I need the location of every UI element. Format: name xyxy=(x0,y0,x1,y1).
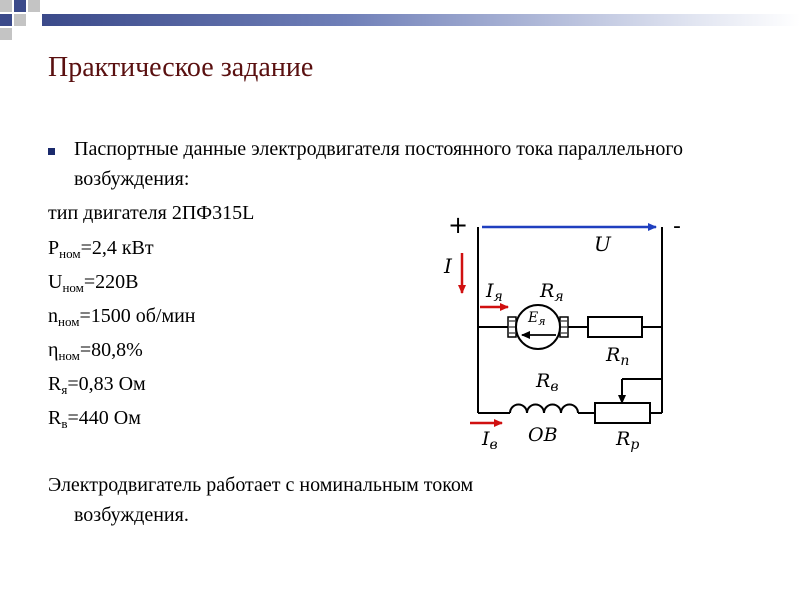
total-current-label: I xyxy=(443,254,453,278)
circuit-diagram: + - U I Iя Rя Eя Rп Rв ОВ Iв Rр xyxy=(443,211,681,453)
regulating-resistor-label: Rр xyxy=(615,428,639,453)
spec-row: Rв=440 Ом xyxy=(48,406,141,436)
spec-row: Rя=0,83 Ом xyxy=(48,372,146,402)
field-winding-label: ОВ xyxy=(528,424,558,446)
slide-title: Практическое задание xyxy=(48,52,314,83)
spec-symbol: R xyxy=(48,373,62,395)
spec-sub: ном xyxy=(59,246,81,261)
motor-type: тип двигателя 2ПФ315L xyxy=(48,202,255,224)
footer-line-1: Электродвигатель работает с номинальным … xyxy=(48,474,474,496)
field-resistance-label: Rв xyxy=(535,370,558,395)
decor-square xyxy=(14,14,26,26)
footer-line-2: возбуждения. xyxy=(74,504,189,526)
emf-label: Eя xyxy=(527,310,546,328)
plus-terminal-label: + xyxy=(448,211,468,239)
armature-current-label: Iя xyxy=(485,280,503,305)
spec-sub: ном xyxy=(58,314,80,329)
spec-symbol: U xyxy=(48,271,63,293)
bullet-marker xyxy=(48,148,55,155)
spec-value: =2,4 кВт xyxy=(80,237,154,259)
field-current-label: Iв xyxy=(481,428,498,453)
minus-terminal-label: - xyxy=(673,214,681,239)
spec-symbol: n xyxy=(48,305,58,327)
decor-square xyxy=(14,0,26,12)
spec-row: Uном=220В xyxy=(48,270,139,300)
decor-top-bar xyxy=(42,14,800,26)
spec-symbol: R xyxy=(48,407,62,429)
decor-square xyxy=(28,0,40,12)
footer-text: Электродвигатель работает с номинальным … xyxy=(48,470,648,530)
regulating-resistor xyxy=(594,402,651,424)
spec-symbol: P xyxy=(48,237,60,259)
armature-resistance-label: Rя xyxy=(539,280,564,305)
decor-square xyxy=(0,0,12,12)
field-winding-coil xyxy=(509,403,579,414)
spec-value: =80,8% xyxy=(79,339,143,361)
spec-sub: в xyxy=(61,416,68,431)
spec-row: Pном=2,4 кВт xyxy=(48,236,154,266)
spec-symbol: η xyxy=(48,339,59,361)
spec-value: =220В xyxy=(83,271,139,293)
intro-text: Паспортные данные электродвигателя посто… xyxy=(74,138,684,190)
spec-row: nном=1500 об/мин xyxy=(48,304,196,334)
spec-value: =440 Ом xyxy=(67,407,141,429)
spec-sub: я xyxy=(61,382,68,397)
spec-value: =0,83 Ом xyxy=(67,373,146,395)
spec-value: =1500 об/мин xyxy=(79,305,196,327)
starting-resistor xyxy=(587,316,643,338)
starting-resistor-label: Rп xyxy=(605,344,629,369)
decor-square xyxy=(0,28,12,40)
spec-sub: ном xyxy=(58,348,80,363)
spec-row: ηном=80,8% xyxy=(48,338,143,368)
voltage-label: U xyxy=(594,232,612,256)
decor-square xyxy=(0,14,12,26)
circuit-wires xyxy=(477,227,663,414)
spec-sub: ном xyxy=(62,280,84,295)
